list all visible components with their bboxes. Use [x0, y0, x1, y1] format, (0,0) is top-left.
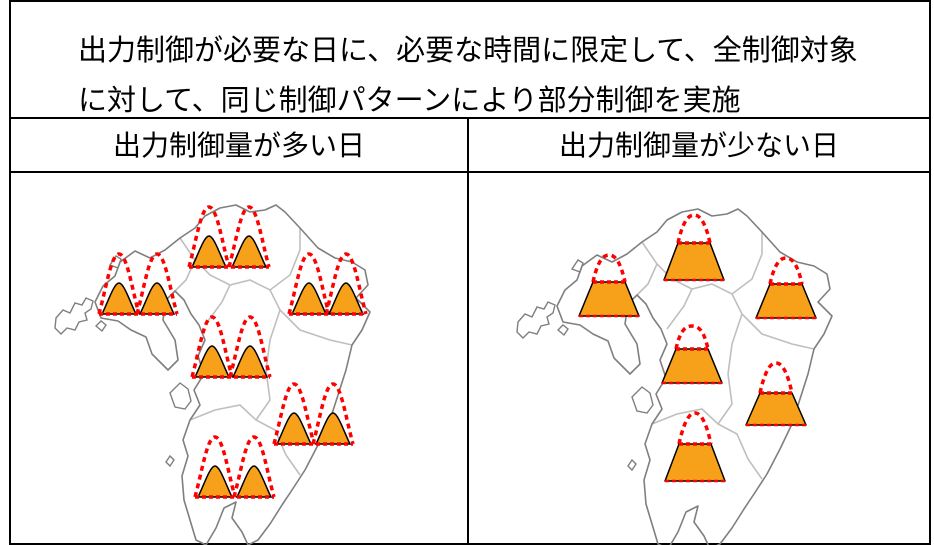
column-divider: [467, 118, 469, 545]
diagram-frame: [9, 0, 931, 545]
description-title: 出力制御が必要な日に、必要な時間に限定して、全制御対象 に対して、同じ制御パター…: [78, 25, 918, 125]
header-divider: [9, 171, 931, 173]
title-line-2: に対して、同じ制御パターンにより部分制御を実施: [78, 83, 741, 117]
header-high-curtailment-day: 出力制御量が多い日: [112, 129, 365, 162]
title-divider: [9, 117, 931, 119]
header-low-curtailment-day: 出力制御量が少ない日: [558, 129, 839, 162]
title-line-1: 出力制御が必要な日に、必要な時間に限定して、全制御対象: [78, 33, 858, 67]
